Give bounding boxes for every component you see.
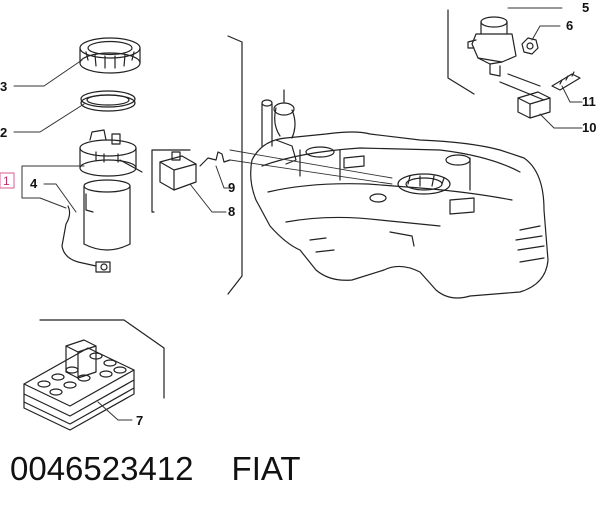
callout-8: 8	[228, 204, 235, 219]
connector-part	[159, 151, 197, 191]
fuse-box-part	[23, 339, 135, 431]
part-caption: 0046523412 FIAT	[10, 444, 339, 494]
terminal-strip-part	[551, 71, 581, 91]
sender-unit-part	[467, 16, 517, 77]
clip-part	[199, 151, 231, 167]
highlight-box	[0, 172, 15, 189]
nut-part	[521, 37, 539, 55]
callout-10: 10	[582, 120, 596, 135]
part-number: 0046523412	[10, 450, 194, 487]
fuel-pump-module-part	[61, 129, 143, 273]
callout-2: 2	[0, 125, 7, 140]
callout-1: 1	[3, 174, 10, 188]
callout-9: 9	[228, 180, 235, 195]
brand-name: FIAT	[231, 450, 301, 487]
seal-ring-part	[80, 90, 136, 112]
fuel-tank-part	[250, 89, 549, 299]
callout-5: 5	[582, 0, 589, 15]
callout-4: 4	[30, 176, 38, 191]
callout-3: 3	[0, 79, 7, 94]
callout-6: 6	[566, 18, 573, 33]
callout-7: 7	[136, 413, 143, 428]
callout-11: 11	[582, 94, 596, 109]
locking-ring-part	[79, 37, 141, 74]
